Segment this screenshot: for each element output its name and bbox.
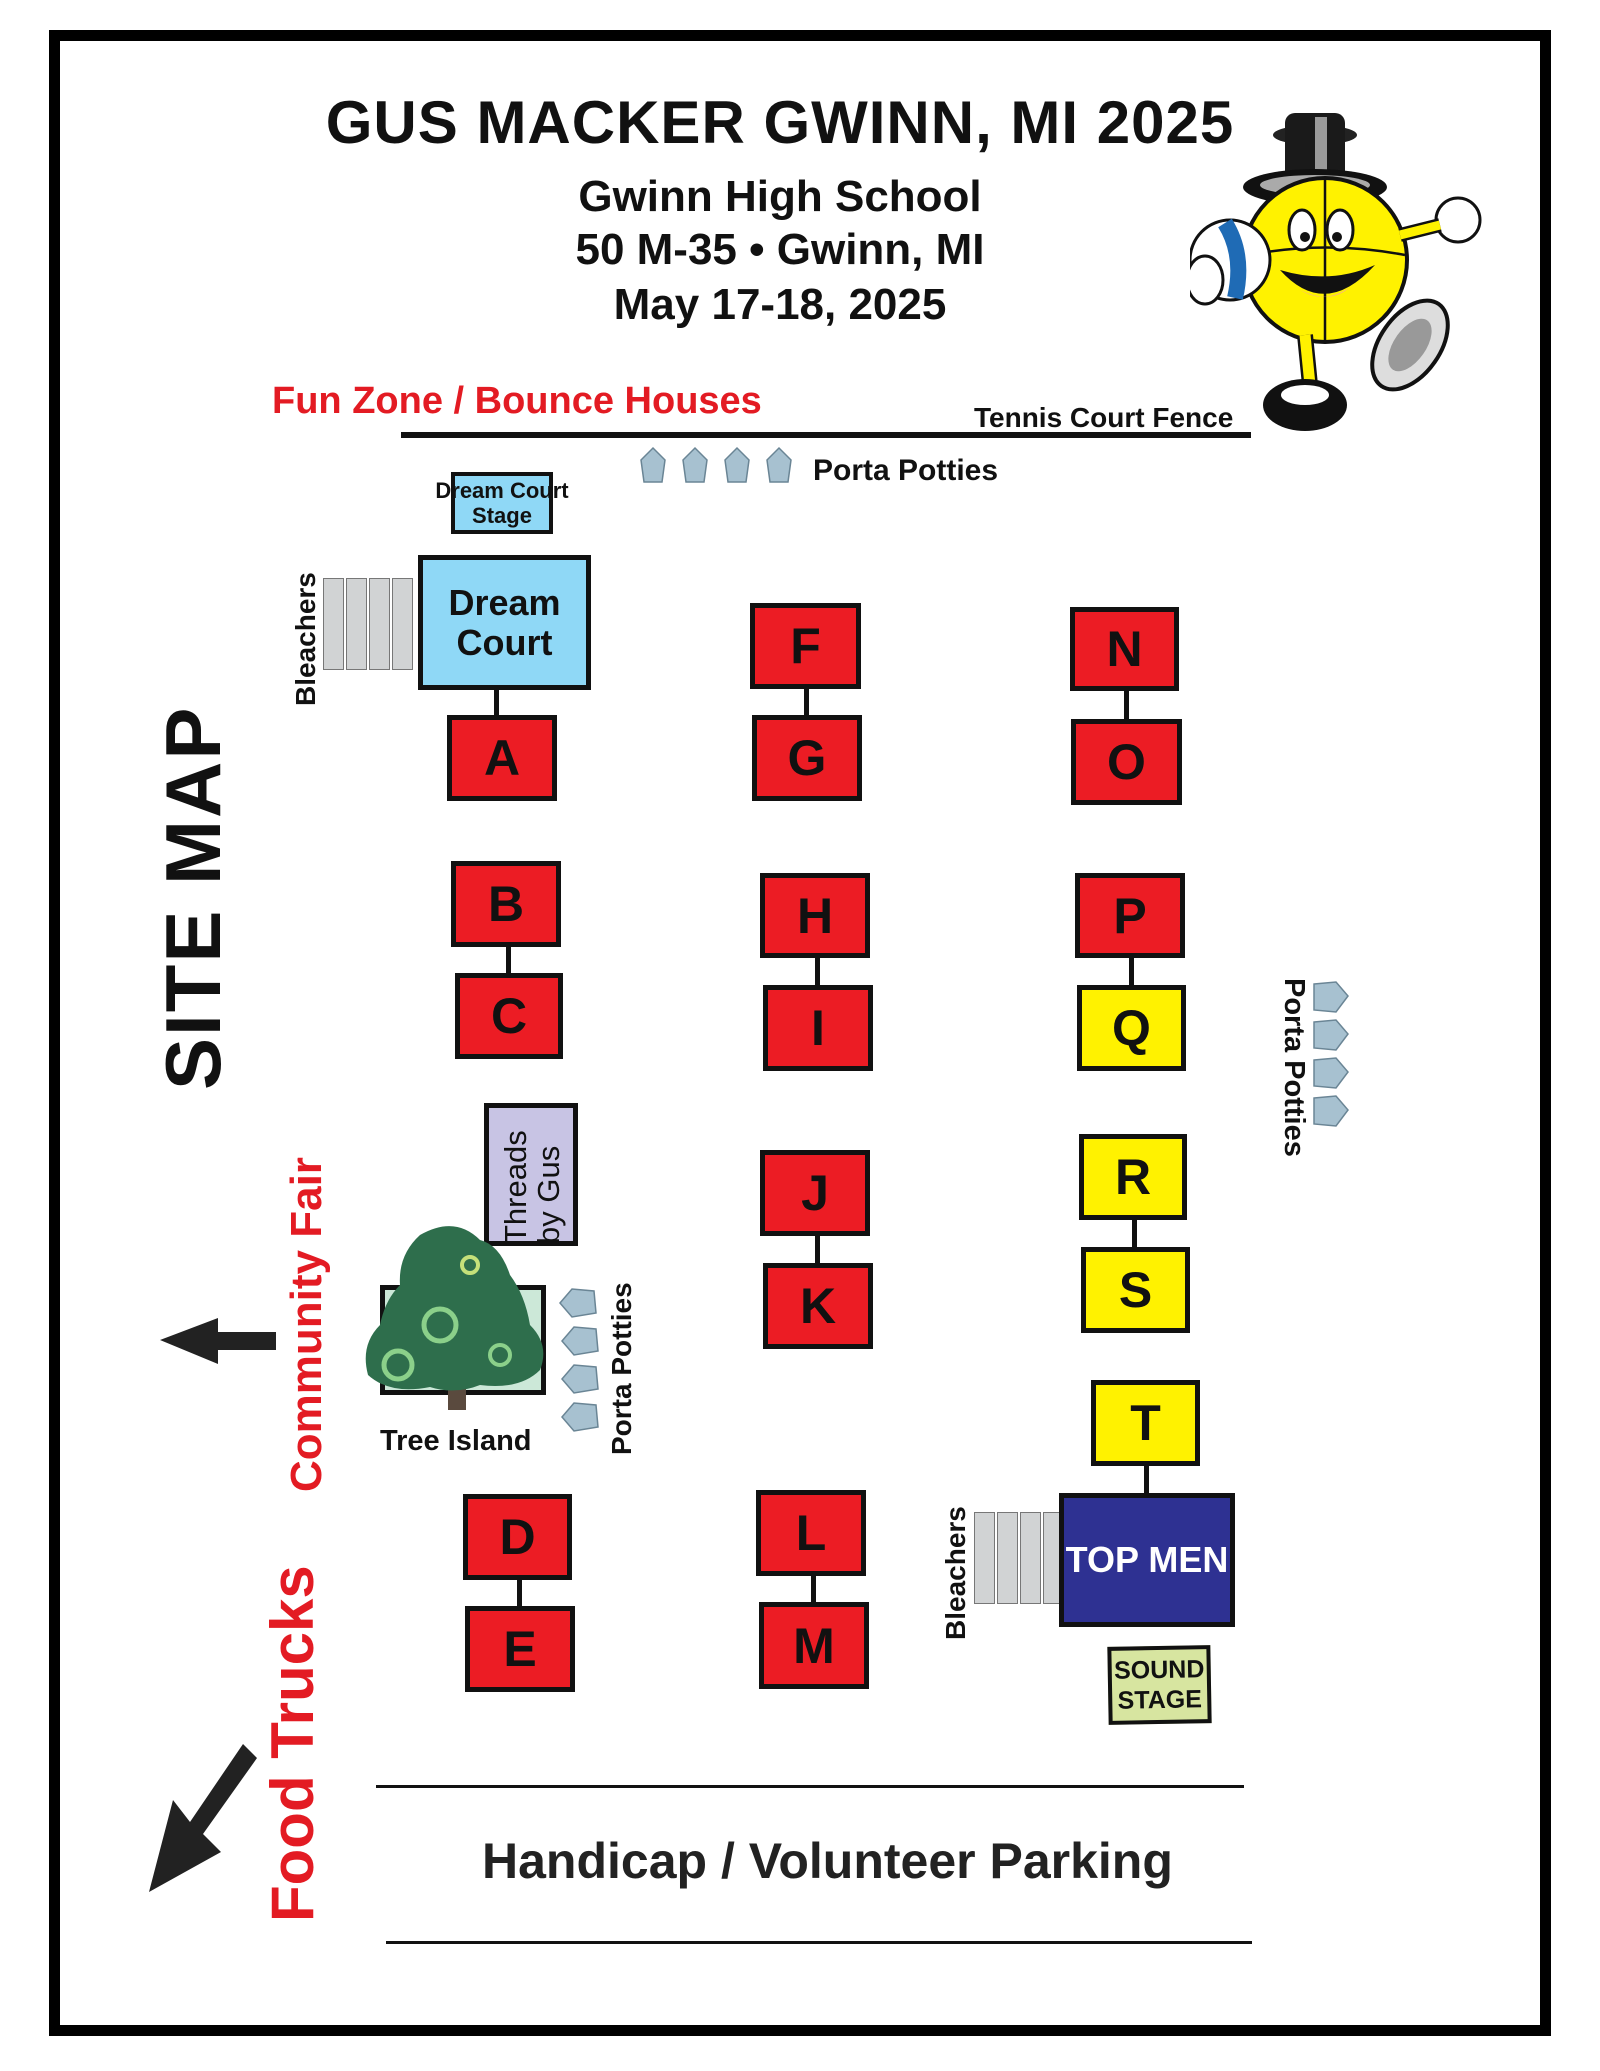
court-c[interactable]: C — [455, 973, 563, 1059]
court-label: C — [490, 988, 528, 1044]
parking-line-bottom — [386, 1941, 1252, 1944]
sound-stage-line1: SOUND — [1113, 1655, 1205, 1685]
court-h[interactable]: H — [760, 873, 870, 958]
court-label: F — [790, 618, 821, 674]
event-dates: May 17-18, 2025 — [613, 280, 947, 329]
court-label: R — [1114, 1149, 1152, 1205]
parking-line-top — [376, 1785, 1244, 1788]
court-l[interactable]: L — [756, 1490, 866, 1576]
gus-mascot-icon — [1190, 113, 1482, 431]
court-label: J — [801, 1165, 829, 1221]
site-map-title: SITE MAP — [149, 705, 237, 1090]
venue-name: Gwinn High School — [578, 172, 982, 221]
court-r[interactable]: R — [1079, 1134, 1187, 1220]
court-i[interactable]: I — [763, 985, 873, 1071]
arrow-left-icon — [160, 1318, 276, 1364]
bleachers-left — [323, 578, 413, 670]
parking-label: Handicap / Volunteer Parking — [482, 1833, 1173, 1889]
bleachers-right-label: Bleachers — [940, 1506, 971, 1640]
map-border — [49, 30, 1551, 2036]
court-label: A — [483, 730, 521, 786]
court-o[interactable]: O — [1071, 719, 1182, 805]
court-label: H — [796, 887, 834, 944]
fun-zone-label: Fun Zone / Bounce Houses — [272, 380, 762, 422]
court-f[interactable]: F — [750, 603, 861, 689]
court-label: P — [1113, 887, 1147, 944]
court-t[interactable]: T — [1091, 1380, 1200, 1466]
court-k[interactable]: K — [763, 1263, 873, 1349]
sound-stage[interactable]: SOUND STAGE — [1107, 1645, 1212, 1725]
porta-potties-top-icon — [640, 446, 792, 483]
court-link — [1124, 691, 1129, 719]
porta-potties-tree-icon — [559, 1288, 599, 1432]
court-label: K — [799, 1278, 837, 1334]
porta-potties-right-label: Porta Potties — [1278, 978, 1310, 1157]
porta-potties-right-icon — [1313, 981, 1349, 1127]
court-label: I — [811, 1000, 825, 1056]
arrow-down-left-icon — [149, 1744, 257, 1892]
tennis-court-fence — [401, 432, 1251, 438]
dream-court[interactable]: Dream Court — [418, 555, 591, 690]
dream-stage-line2: Stage — [472, 503, 532, 528]
court-e[interactable]: E — [465, 1606, 575, 1692]
court-m[interactable]: M — [759, 1602, 869, 1689]
porta-potties-top-label: Porta Potties — [813, 454, 999, 487]
court-label: O — [1107, 734, 1146, 790]
court-label: Q — [1112, 1000, 1151, 1056]
top-men-court[interactable]: TOP MEN — [1059, 1493, 1235, 1627]
court-label: L — [795, 1505, 827, 1561]
court-link — [811, 1576, 816, 1602]
tree-island-label: Tree Island — [380, 1425, 532, 1457]
court-q[interactable]: Q — [1077, 985, 1186, 1071]
tree-icon — [365, 1226, 544, 1410]
court-label: E — [503, 1621, 537, 1677]
court-link — [506, 947, 511, 973]
court-n[interactable]: N — [1070, 607, 1179, 691]
community-fair-label: Community Fair — [282, 1157, 331, 1492]
court-label: S — [1118, 1262, 1153, 1318]
court-link — [1144, 1466, 1149, 1493]
bleachers-left-label: Bleachers — [290, 572, 321, 706]
tennis-fence-label: Tennis Court Fence — [974, 402, 1234, 433]
court-b[interactable]: B — [451, 861, 561, 947]
threads-by-gus-tent[interactable]: Threads by Gus — [484, 1103, 578, 1246]
dream-court-line1: Dream — [448, 581, 561, 623]
court-link — [1132, 1220, 1137, 1247]
dream-court-line2: Court — [456, 621, 553, 663]
court-a[interactable]: A — [447, 715, 557, 801]
court-g[interactable]: G — [752, 715, 862, 801]
court-link — [517, 1580, 522, 1606]
court-label: G — [787, 730, 827, 786]
venue-address: 50 M-35 • Gwinn, MI — [575, 225, 985, 274]
court-link — [1129, 958, 1134, 985]
court-j[interactable]: J — [760, 1150, 870, 1236]
court-label: B — [487, 876, 525, 932]
court-s[interactable]: S — [1081, 1247, 1190, 1333]
court-label: M — [793, 1617, 835, 1674]
food-trucks-label: Food Trucks — [259, 1565, 326, 1922]
dream-stage-line1: Dream Court — [435, 478, 569, 503]
bleachers-right — [974, 1512, 1064, 1604]
dream-court-stage[interactable]: Dream Court Stage — [435, 472, 569, 534]
page-title: GUS MACKER GWINN, MI 2025 — [325, 89, 1235, 156]
court-label: T — [1130, 1395, 1161, 1451]
court-d[interactable]: D — [463, 1494, 572, 1580]
court-p[interactable]: P — [1075, 873, 1185, 958]
court-link — [494, 690, 499, 715]
court-label: D — [499, 1509, 536, 1565]
porta-potties-tree-label: Porta Potties — [606, 1282, 637, 1455]
court-label: N — [1106, 621, 1143, 677]
court-link — [815, 958, 820, 985]
court-link — [815, 1236, 820, 1263]
court-link — [804, 689, 809, 715]
sound-stage-line2: STAGE — [1117, 1685, 1203, 1715]
